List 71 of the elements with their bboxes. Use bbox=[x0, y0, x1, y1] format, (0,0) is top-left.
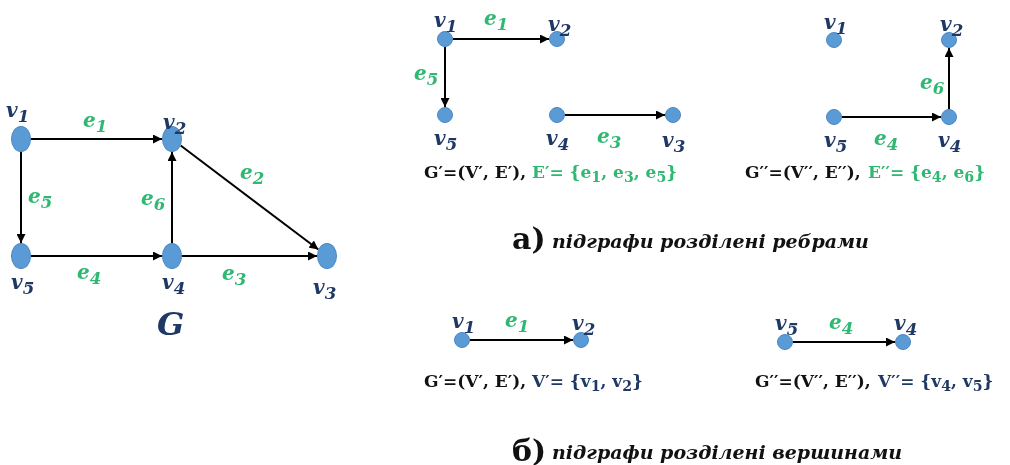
vertex-dot bbox=[777, 334, 793, 350]
edge-label: e$_{4}$ bbox=[874, 128, 899, 153]
formula-text: V′′= {v$_{4}$, v$_{5}$} bbox=[878, 373, 994, 394]
formula-text: G′=(V′, E′), bbox=[424, 164, 527, 181]
arrow bbox=[440, 46, 450, 108]
edge-label: e$_{6}$ bbox=[920, 72, 945, 97]
vertex-dot bbox=[11, 126, 31, 152]
vertex-dot bbox=[437, 31, 453, 47]
edge-label: e$_{1}$ bbox=[505, 310, 530, 335]
vertex-label: v$_{5}$ bbox=[11, 272, 35, 297]
formula-text: G′′=(V′′, E′′), bbox=[745, 164, 861, 181]
arrow bbox=[30, 134, 163, 144]
vertex-label: v$_{5}$ bbox=[775, 313, 799, 338]
vertex-label: v$_{4}$ bbox=[938, 130, 962, 155]
edge-label: e$_{6}$ bbox=[141, 188, 166, 213]
vertex-dot bbox=[665, 107, 681, 123]
edge-label: e$_{3}$ bbox=[222, 263, 247, 288]
vertex-dot bbox=[826, 32, 842, 48]
formula-text: E′= {e$_{1}$, e$_{3}$, e$_{5}$} bbox=[532, 164, 678, 185]
arrow bbox=[16, 151, 26, 244]
vertex-dot bbox=[11, 243, 31, 269]
formula-text: G′=(V′, E′), bbox=[424, 373, 527, 390]
edge-label: e$_{4}$ bbox=[77, 262, 102, 287]
vertex-label: v$_{2}$ bbox=[572, 313, 596, 338]
vertex-label: v$_{4}$ bbox=[162, 272, 186, 297]
edge-label: e$_{4}$ bbox=[829, 312, 854, 337]
vertex-label: v$_{4}$ bbox=[546, 128, 570, 153]
arrow bbox=[30, 251, 163, 261]
arrow bbox=[167, 151, 177, 244]
vertex-label: v$_{5}$ bbox=[434, 128, 458, 153]
edge-label: e$_{3}$ bbox=[597, 126, 622, 151]
vertex-dot bbox=[826, 109, 842, 125]
caption-text: підграфи розділені ребрами bbox=[552, 232, 869, 251]
formula-text: G′′=(V′′, E′′), bbox=[755, 373, 871, 390]
arrow bbox=[469, 335, 574, 345]
vertex-label: v$_{1}$ bbox=[434, 10, 458, 35]
formula-text: V′= {v$_{1}$, v$_{2}$} bbox=[532, 373, 644, 394]
vertex-label: v$_{3}$ bbox=[313, 277, 337, 302]
arrow bbox=[792, 337, 896, 347]
edge-label: e$_{5}$ bbox=[414, 63, 439, 88]
vertex-dot bbox=[162, 243, 182, 269]
edge-label: e$_{1}$ bbox=[484, 8, 509, 33]
formula-text: E′′= {e$_{4}$, e$_{6}$} bbox=[868, 164, 986, 185]
arrow bbox=[179, 144, 320, 251]
vertex-label: v$_{1}$ bbox=[824, 12, 848, 37]
vertex-dot bbox=[454, 332, 470, 348]
vertex-label: v$_{1}$ bbox=[452, 311, 476, 336]
vertex-label: v$_{2}$ bbox=[548, 14, 572, 39]
caption-text: підграфи розділені вершинами bbox=[552, 443, 903, 462]
arrow bbox=[181, 251, 318, 261]
vertex-label: v$_{3}$ bbox=[662, 130, 686, 155]
vertex-dot bbox=[549, 107, 565, 123]
vertex-label: v$_{2}$ bbox=[163, 112, 187, 137]
arrow bbox=[564, 110, 666, 120]
edge-label: e$_{5}$ bbox=[28, 186, 53, 211]
vertex-dot bbox=[317, 243, 337, 269]
arrow bbox=[944, 47, 954, 110]
edge-label: e$_{1}$ bbox=[83, 110, 108, 135]
item-letter: б) bbox=[512, 436, 547, 465]
vertex-dot bbox=[437, 107, 453, 123]
vertex-label: v$_{4}$ bbox=[894, 313, 918, 338]
edge-label: e$_{2}$ bbox=[240, 162, 265, 187]
arrow bbox=[452, 34, 550, 44]
item-letter: а) bbox=[512, 224, 546, 254]
vertex-label: v$_{1}$ bbox=[6, 100, 30, 125]
graph-name: G bbox=[157, 308, 185, 340]
vertex-label: v$_{2}$ bbox=[940, 14, 964, 39]
vertex-label: v$_{5}$ bbox=[824, 130, 848, 155]
vertex-dot bbox=[895, 334, 911, 350]
arrow bbox=[841, 112, 942, 122]
vertex-dot bbox=[941, 109, 957, 125]
